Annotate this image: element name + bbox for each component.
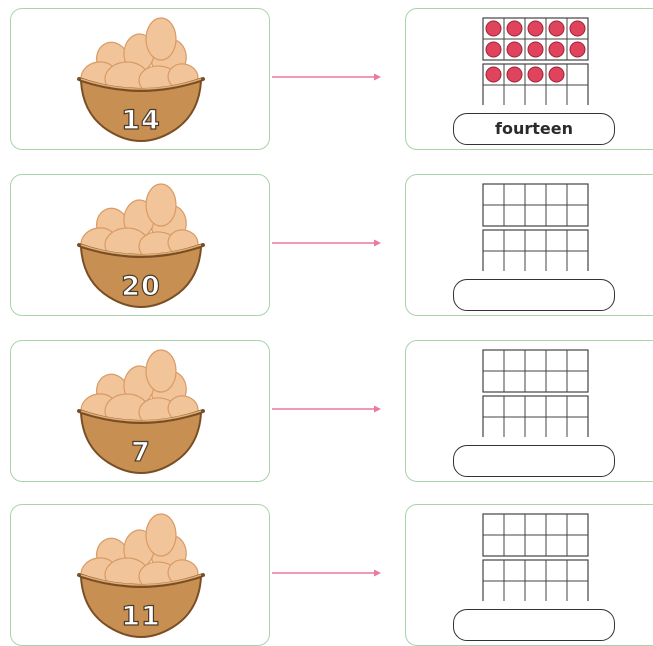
counter-dot (485, 41, 502, 58)
egg-icon (145, 17, 177, 61)
ten-frame-grid (482, 513, 589, 601)
basket-number: 20 (121, 270, 161, 302)
egg-basket-icon (77, 513, 205, 639)
counter-dot (569, 41, 586, 58)
ten-frame-cell[interactable] (566, 416, 589, 437)
arrow-right-icon (272, 239, 381, 247)
match-arrow (272, 403, 382, 415)
arrow-right-icon (272, 73, 381, 81)
bowl-rim-highlight (80, 78, 202, 90)
egg-icon (145, 513, 177, 557)
arrow-right-icon (272, 405, 381, 413)
arrow-right-icon (272, 569, 381, 577)
matching-row: 14 fourteen (0, 8, 653, 150)
egg-basket-icon (77, 183, 205, 309)
ten-frame-cell[interactable] (566, 370, 589, 393)
counter-dot (506, 41, 523, 58)
ten-frame-cell[interactable] (566, 38, 589, 61)
basket-number: 11 (121, 600, 161, 632)
ten-frame-card (405, 174, 653, 316)
ten-frame-grid (482, 17, 589, 105)
egg-basket-illustration: 11 (73, 511, 209, 641)
bowl-rim-highlight (80, 574, 202, 586)
match-arrow (272, 71, 382, 83)
egg-basket-card: 7 (10, 340, 270, 482)
double-ten-frame[interactable] (482, 17, 590, 105)
ten-frame-cell[interactable] (566, 84, 589, 105)
ten-frame-grid (482, 183, 589, 271)
counter-dot (527, 41, 544, 58)
counter-dot (569, 20, 586, 37)
ten-frame (482, 229, 589, 271)
counter-dot (485, 20, 502, 37)
number-word-box[interactable]: fourteen (453, 113, 615, 145)
counter-dot (548, 20, 565, 37)
egg-basket-icon (77, 349, 205, 475)
egg-basket-card: 20 (10, 174, 270, 316)
ten-frame (482, 559, 589, 601)
ten-frame (482, 395, 589, 437)
matching-row: 20 (0, 174, 653, 316)
counter-dot (527, 66, 544, 83)
ten-frame-cell[interactable] (566, 580, 589, 601)
counter-dot (485, 66, 502, 83)
counter-dot (548, 66, 565, 83)
ten-frame-card (405, 340, 653, 482)
egg-basket-icon (77, 17, 205, 143)
double-ten-frame[interactable] (482, 513, 590, 601)
egg-basket-illustration: 20 (73, 181, 209, 311)
bowl-rim-highlight (80, 410, 202, 422)
counter-dot (506, 20, 523, 37)
number-word-box[interactable] (453, 445, 615, 477)
ten-frame-cell[interactable] (566, 534, 589, 557)
double-ten-frame[interactable] (482, 349, 590, 437)
egg-basket-card: 14 (10, 8, 270, 150)
basket-number: 7 (130, 436, 151, 468)
number-word-box[interactable] (453, 279, 615, 311)
counter-dot (506, 66, 523, 83)
egg-icon (145, 183, 177, 227)
bowl-rim-highlight (80, 244, 202, 256)
double-ten-frame[interactable] (482, 183, 590, 271)
matching-row: 11 (0, 504, 653, 646)
ten-frame-cell[interactable] (566, 250, 589, 271)
basket-number: 14 (121, 104, 161, 136)
egg-basket-illustration: 7 (73, 347, 209, 477)
counter-dot (527, 20, 544, 37)
ten-frame-card: fourteen (405, 8, 653, 150)
number-word-box[interactable] (453, 609, 615, 641)
match-arrow (272, 237, 382, 249)
egg-basket-illustration: 14 (73, 15, 209, 145)
counter-dot (548, 41, 565, 58)
match-arrow (272, 567, 382, 579)
ten-frame-grid (482, 349, 589, 437)
ten-frame-cell[interactable] (566, 204, 589, 227)
ten-frame-card (405, 504, 653, 646)
egg-icon (145, 349, 177, 393)
egg-basket-card: 11 (10, 504, 270, 646)
matching-row: 7 (0, 340, 653, 482)
